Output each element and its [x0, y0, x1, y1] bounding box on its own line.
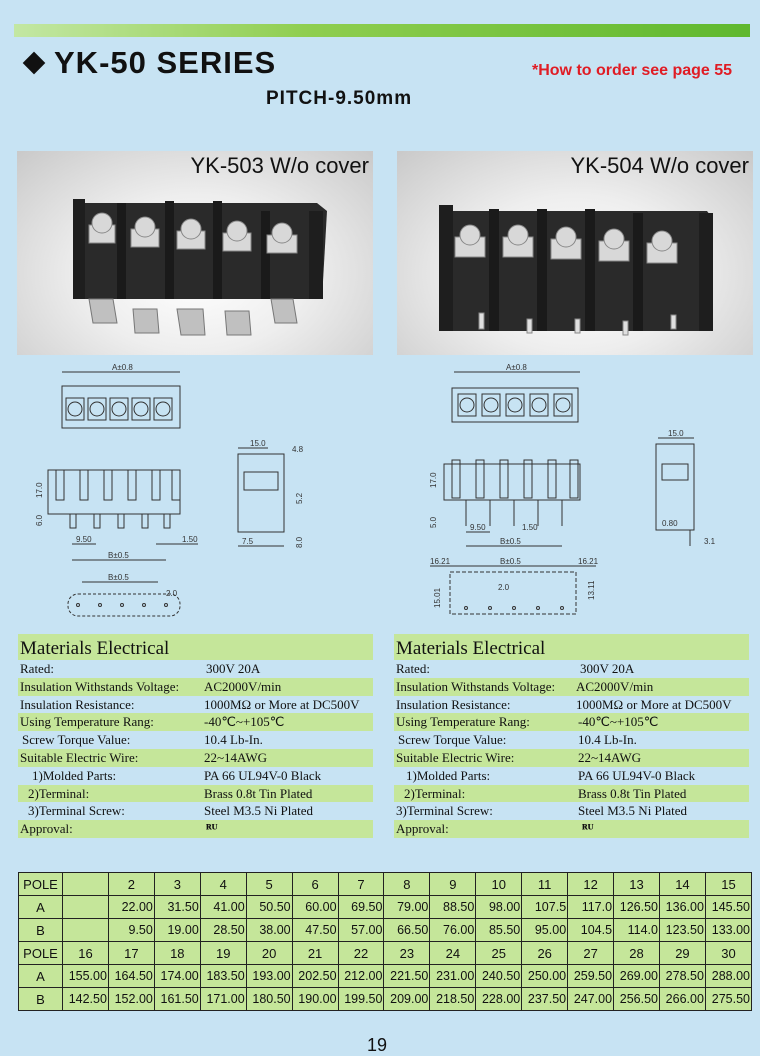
spec-row: Screw Torque Value:10.4 Lb-In.	[22, 732, 263, 748]
spec-row: Suitable Electric Wire:22~14AWG	[394, 748, 749, 767]
spec-row: Screw Torque Value:10.4 Lb-In.	[398, 732, 637, 748]
right-5-dim: 5.0	[429, 516, 438, 528]
table-row: B 142.50 152.00 161.50 171.00 180.50 190…	[18, 987, 753, 1011]
ul-mark-icon: ᴿᵁ	[206, 821, 218, 837]
spec-row: 1)Molded Parts:PA 66 UL94V-0 Black	[406, 767, 696, 783]
materials-panel-left: Materials Electrical Rated:300V 20A Insu…	[18, 634, 373, 838]
left-1-5-dim: 1.50	[182, 535, 198, 544]
materials-heading: Materials Electrical	[18, 634, 373, 660]
right-3-1-dim: 3.1	[704, 537, 716, 546]
right-16-21-right: 16.21	[578, 557, 599, 566]
yk503-photo: YK-503 W/o cover	[17, 151, 373, 355]
table-row: POLE 16 17 18 19 20 21 22 23 24 25 26 27…	[18, 941, 753, 965]
left-17-dim: 17.0	[35, 482, 44, 498]
table-row: A 22.00 31.50 41.00 50.50 60.00 69.50 79…	[18, 895, 753, 919]
right-1-5-dim: 1.50	[522, 523, 538, 532]
title-row: YK-50 SERIES	[20, 45, 277, 80]
order-note: *How to order see page 55	[532, 62, 733, 79]
spec-row: Using Temperature Rang:-40℃~+105℃	[394, 713, 749, 732]
yk504-photo: YK-504 W/o cover	[397, 151, 753, 355]
spec-row: 1)Molded Parts:PA 66 UL94V-0 Black	[32, 767, 322, 783]
right-13-11-dim: 13.11	[587, 580, 596, 600]
ul-mark-icon: ᴿᵁ	[582, 821, 594, 837]
left-7-5-dim: 7.5	[242, 537, 254, 546]
spec-row: 3)Terminal Screw:Steel M3.5 Ni Plated	[396, 803, 688, 819]
left-a-dim-label: A±0.8	[112, 363, 133, 372]
left-15-dim: 15.0	[250, 439, 266, 448]
yk503-terminal-block-image	[73, 199, 327, 336]
spec-row: 3)Terminal Screw:Steel M3.5 Ni Plated	[28, 803, 314, 819]
yk504-terminal-block-image	[439, 205, 713, 336]
right-0-8-dim: 0.80	[662, 519, 678, 528]
spec-row: Insulation Withstands Voltage:AC2000V/mi…	[394, 677, 749, 696]
spec-row: Suitable Electric Wire:22~14AWG	[18, 748, 373, 767]
diamond-bullet-icon	[22, 51, 46, 75]
spec-row: 2)Terminal:Brass 0.8t Tin Plated	[18, 784, 373, 803]
right-16-21-left: 16.21	[430, 557, 451, 566]
right-pitch-dim: 9.50	[470, 523, 486, 532]
left-pitch-dim: 9.50	[76, 535, 92, 544]
left-8-dim: 8.0	[295, 536, 304, 548]
page-title: YK-50 SERIES	[54, 45, 277, 80]
pitch-label: PITCH-9.50mm	[266, 88, 413, 109]
table-row: B 9.50 19.00 28.50 38.00 47.50 57.00 66.…	[18, 918, 753, 942]
right-b-dim-label: B±0.5	[500, 537, 521, 546]
spec-row: Insulation Withstands Voltage:AC2000V/mi…	[18, 677, 373, 696]
materials-panel-right: Materials Electrical Rated:300V 20A Insu…	[394, 634, 749, 838]
right-15-dim: 15.0	[668, 429, 684, 438]
top-green-bar	[14, 24, 750, 37]
spec-row: Using Temperature Rang:-40℃~+105℃	[18, 713, 373, 732]
left-6-dim: 6.0	[35, 514, 44, 526]
left-b-pcb-label: B±0.5	[108, 573, 129, 582]
left-5-2-dim: 5.2	[295, 492, 304, 504]
page-number: 19	[367, 1035, 388, 1055]
spec-row: Approval:ᴿᵁ	[18, 820, 373, 838]
spec-row: Rated:300V 20A	[20, 661, 261, 676]
yk503-caption: YK-503 W/o cover	[190, 153, 369, 178]
spec-row: Insulation Resistance:1000MΩ or More at …	[20, 696, 360, 712]
technical-drawings: A±0.8 17.0 6.0 9.50 1.50 B±0.5	[35, 363, 716, 617]
right-17-dim: 17.0	[429, 472, 438, 488]
left-hole-dim: 2.0	[166, 589, 178, 598]
spec-row: Approval:ᴿᵁ	[394, 820, 749, 838]
right-b-pcb-label: B±0.5	[500, 557, 521, 566]
materials-heading: Materials Electrical	[394, 634, 749, 660]
yk504-caption: YK-504 W/o cover	[570, 153, 749, 178]
spec-row: Insulation Resistance:1000MΩ or More at …	[396, 696, 732, 712]
table-row: A 155.00 164.50 174.00 183.50 193.00 202…	[18, 964, 753, 988]
table-row: POLE 2 3 4 5 6 7 8 9 10 11 12 13 14 15	[18, 872, 753, 896]
right-15-01-dim: 15.01	[433, 587, 442, 608]
right-hole-dim: 2.0	[498, 583, 510, 592]
left-b-dim-label: B±0.5	[108, 551, 129, 560]
dimension-table: POLE 2 3 4 5 6 7 8 9 10 11 12 13 14 15 A…	[18, 872, 753, 1011]
right-a-dim-label: A±0.8	[506, 363, 527, 372]
left-4-8-dim: 4.8	[292, 445, 304, 454]
spec-row: 2)Terminal:Brass 0.8t Tin Plated	[394, 784, 749, 803]
spec-row: Rated:300V 20A	[396, 661, 635, 676]
